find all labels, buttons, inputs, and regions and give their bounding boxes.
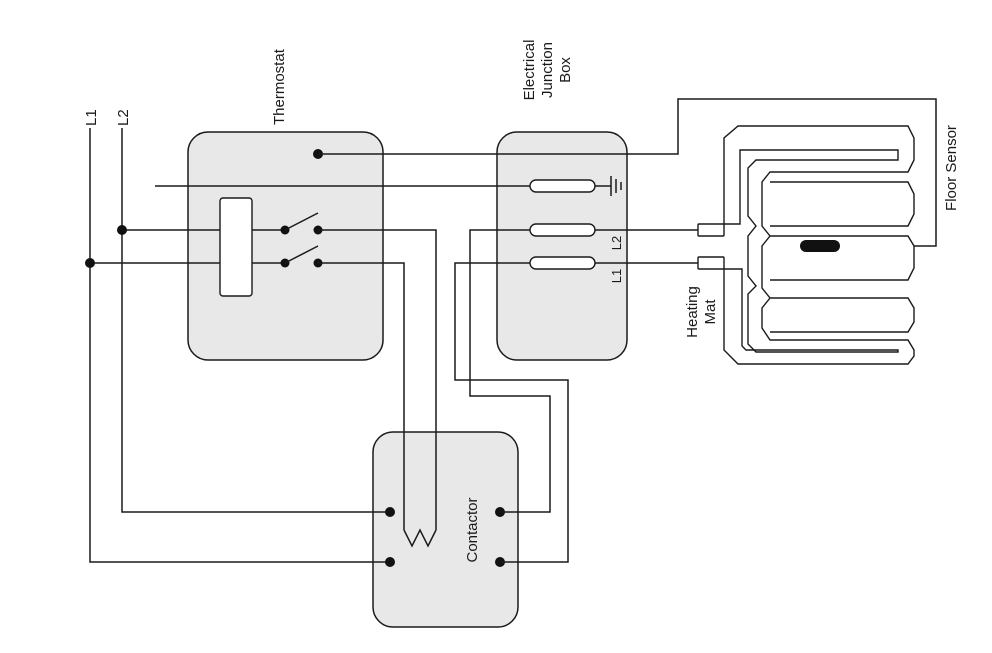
junction-connector-ground <box>529 179 596 193</box>
junction-box <box>496 131 628 361</box>
load-wire-l2 <box>469 229 551 513</box>
ground-icon <box>595 176 622 196</box>
coil-feed-wire-a <box>318 229 437 530</box>
junction-l1-label: L1 <box>609 269 624 283</box>
contactor-box <box>372 431 519 628</box>
l2-label: L2 <box>115 109 132 126</box>
l1-supply-wire <box>89 128 390 563</box>
contactor-terminal-l1-in <box>385 557 395 567</box>
junction-box-label-3: Box <box>557 57 574 83</box>
sensor-icon <box>800 240 840 252</box>
heating-mat <box>697 125 915 365</box>
load-wire-l1 <box>454 262 569 563</box>
thermostat-label: Thermostat <box>271 48 288 125</box>
junction-connector-l2 <box>529 223 596 237</box>
heating-mat-label-2: Mat <box>702 299 719 325</box>
l2-junction-dot <box>117 225 127 235</box>
l1-junction-dot <box>85 258 95 268</box>
junction-l2-label: L2 <box>609 236 624 250</box>
heating-mat-label-1: Heating <box>684 286 701 338</box>
thermostat-relay-coil <box>219 197 253 297</box>
coil-icon <box>403 528 437 548</box>
switch-icon <box>280 212 323 268</box>
floor-sensor-wire <box>318 98 937 247</box>
junction-box-label-2: Junction <box>539 42 556 98</box>
floor-sensor-label: Floor Sensor <box>943 125 960 211</box>
thermostat-box <box>187 131 384 361</box>
coil-feed-wire-b <box>318 262 405 530</box>
contactor-terminal-l2-in <box>385 507 395 517</box>
l2-supply-wire <box>121 128 390 513</box>
junction-box-label-1: Electrical <box>521 40 538 101</box>
contactor-label: Contactor <box>464 497 481 562</box>
l1-label: L1 <box>83 109 100 126</box>
junction-connector-l1 <box>529 256 596 270</box>
